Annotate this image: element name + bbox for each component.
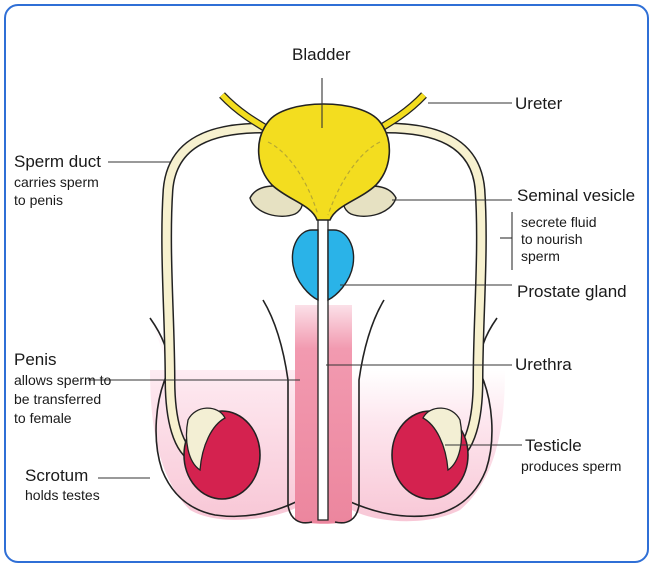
prostate-gland [291,229,355,302]
label-bladder: Bladder [292,45,351,64]
label-ureter: Ureter [515,94,563,113]
label-testicle-desc: produces sperm [521,458,622,474]
leader-lines [88,78,522,479]
label-seminal-vesicle-desc-2: to nourish [521,231,583,247]
sperm-duct [161,122,487,464]
label-penis-desc-1: allows sperm to [14,372,112,388]
bladder [257,103,391,221]
testicle-left [183,407,261,500]
label-scrotum: Scrotum [25,466,89,485]
label-penis-desc-3: to female [14,410,72,426]
label-scrotum-desc: holds testes [25,487,100,503]
label-testicle: Testicle [525,436,582,455]
label-seminal-vesicle-desc-3: sperm [521,248,560,264]
label-sperm-duct-desc-2: to penis [14,192,64,208]
label-sperm-duct: Sperm duct [14,152,101,171]
label-urethra: Urethra [515,355,572,374]
label-penis-desc-2: be transferred [14,391,102,407]
label-prostate-gland: Prostate gland [517,282,627,301]
testicle-right [391,407,469,500]
label-seminal-vesicle-desc-1: secrete fluid [521,214,597,230]
label-penis: Penis [14,350,57,369]
label-seminal-vesicle: Seminal vesicle [517,186,636,205]
label-sperm-duct-desc-1: carries sperm [14,174,99,190]
urethra [317,214,329,521]
